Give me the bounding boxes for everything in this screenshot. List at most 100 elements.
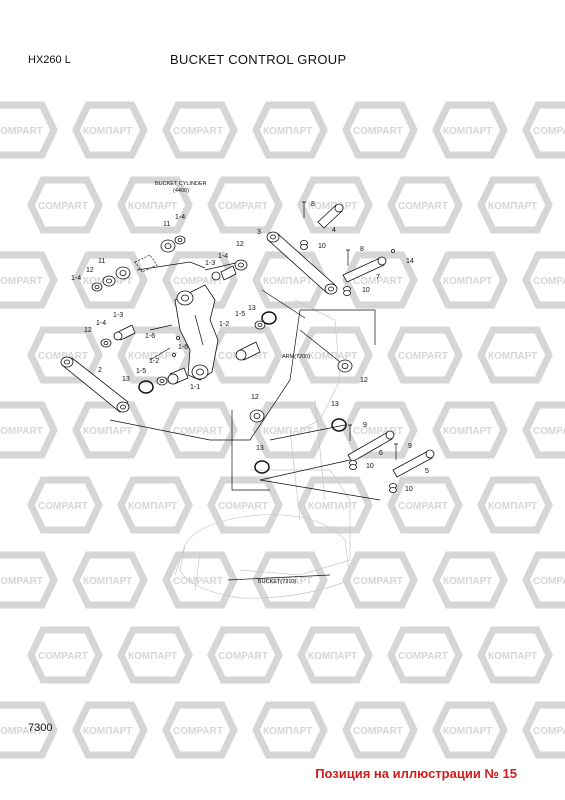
svg-text:COMPART: COMPART: [533, 276, 565, 287]
svg-text:КОМПАРТ: КОМПАРТ: [443, 576, 492, 587]
bucket-note: BUCKET(7310): [258, 579, 296, 585]
svg-text:COMPART: COMPART: [218, 201, 268, 212]
svg-text:COMPART: COMPART: [173, 726, 223, 737]
part-label: 1-3: [113, 312, 123, 319]
watermark-logo: КОМПАРТ: [297, 176, 373, 234]
part-label: 13: [122, 376, 130, 383]
watermark-logo: COMPART: [522, 101, 565, 159]
part-labels: 1-4 11 12 11 1-4 12 1-4 3 4 8 10 8 7 14 …: [71, 201, 429, 493]
part-label: 8: [311, 201, 315, 208]
watermark-logo: КОМПАРТ: [117, 626, 193, 684]
leader-lines: [109, 261, 381, 581]
svg-text:COMPART: COMPART: [218, 651, 268, 662]
watermark-logo: COMPART: [0, 551, 58, 609]
svg-text:КОМПАРТ: КОМПАРТ: [83, 726, 132, 737]
svg-text:КОМПАРТ: КОМПАРТ: [443, 276, 492, 287]
watermark-logo: COMPART: [0, 401, 58, 459]
svg-text:КОМПАРТ: КОМПАРТ: [308, 651, 357, 662]
watermark-logo: COMPART: [162, 701, 238, 759]
watermark-logo: COMPART: [207, 176, 283, 234]
watermark-logo: КОМПАРТ: [252, 251, 328, 309]
svg-text:COMPART: COMPART: [353, 126, 403, 137]
illustration-caption: Позиция на иллюстрации № 15: [315, 766, 517, 781]
bucket-cylinder-end: [134, 254, 158, 273]
watermark-logo: COMPART: [342, 701, 418, 759]
svg-text:COMPART: COMPART: [218, 501, 268, 512]
svg-text:КОМПАРТ: КОМПАРТ: [443, 426, 492, 437]
svg-text:COMPART: COMPART: [38, 651, 88, 662]
annotations: BUCKET CYLINDER (4400) ARM(7200) BUCKET(…: [155, 181, 310, 585]
part-label: 6: [379, 450, 383, 457]
svg-text:COMPART: COMPART: [353, 726, 403, 737]
part-label: 12: [251, 394, 259, 401]
link-3: [266, 231, 338, 295]
watermark-logo: COMPART: [207, 626, 283, 684]
svg-text:COMPART: COMPART: [0, 426, 43, 437]
svg-text:COMPART: COMPART: [0, 276, 43, 287]
svg-text:COMPART: COMPART: [398, 651, 448, 662]
watermark-logo: COMPART: [162, 251, 238, 309]
part-label: 7: [376, 274, 380, 281]
svg-text:COMPART: COMPART: [38, 351, 88, 362]
svg-text:КОМПАРТ: КОМПАРТ: [443, 726, 492, 737]
part-label: 9: [363, 422, 367, 429]
watermark-logo: КОМПАРТ: [72, 701, 148, 759]
svg-text:COMPART: COMPART: [533, 726, 565, 737]
watermark-logo: COMPART: [342, 551, 418, 609]
watermark-logo: КОМПАРТ: [72, 551, 148, 609]
svg-text:COMPART: COMPART: [398, 351, 448, 362]
part-label: 13: [331, 401, 339, 408]
svg-text:COMPART: COMPART: [533, 126, 565, 137]
watermark-logo: КОМПАРТ: [477, 626, 553, 684]
part-label: 1-6: [178, 344, 188, 351]
page-title: BUCKET CONTROL GROUP: [170, 52, 347, 67]
watermark-logo: КОМПАРТ: [477, 326, 553, 384]
svg-text:COMPART: COMPART: [0, 576, 43, 587]
part-label: 1-5: [235, 311, 245, 318]
watermark-logo: КОМПАРТ: [432, 251, 508, 309]
pins: [317, 203, 435, 478]
watermark-logo: COMPART: [522, 401, 565, 459]
svg-text:КОМПАРТ: КОМПАРТ: [128, 501, 177, 512]
part-label: 10: [366, 463, 374, 470]
guide-link-1-1: [174, 284, 219, 381]
watermark-logo: COMPART: [162, 101, 238, 159]
watermark-logo: COMPART: [522, 251, 565, 309]
svg-text:КОМПАРТ: КОМПАРТ: [443, 126, 492, 137]
watermark-logo: КОМПАРТ: [252, 401, 328, 459]
svg-text:КОМПАРТ: КОМПАРТ: [128, 201, 177, 212]
svg-text:COMPART: COMPART: [173, 126, 223, 137]
part-label: 1-4: [175, 214, 185, 221]
watermark-logo: КОМПАРТ: [297, 626, 373, 684]
svg-text:COMPART: COMPART: [533, 426, 565, 437]
svg-text:КОМПАРТ: КОМПАРТ: [128, 351, 177, 362]
watermark-logo: КОМПАРТ: [72, 101, 148, 159]
svg-text:КОМПАРТ: КОМПАРТ: [263, 426, 312, 437]
arm-bucket-outline: [174, 299, 351, 599]
watermark-logo: КОМПАРТ: [432, 701, 508, 759]
svg-text:COMPART: COMPART: [353, 426, 403, 437]
part-label: 1-2: [149, 358, 159, 365]
svg-text:КОМПАРТ: КОМПАРТ: [263, 726, 312, 737]
watermark-logo: КОМПАРТ: [117, 476, 193, 534]
part-label: 1-4: [71, 275, 81, 282]
svg-text:COMPART: COMPART: [38, 201, 88, 212]
part-label: 10: [405, 486, 413, 493]
bucket-cylinder-ref: (4400): [173, 188, 189, 194]
svg-text:COMPART: COMPART: [353, 276, 403, 287]
svg-text:КОМПАРТ: КОМПАРТ: [488, 201, 537, 212]
svg-text:COMPART: COMPART: [173, 426, 223, 437]
svg-text:COMPART: COMPART: [173, 276, 223, 287]
watermark-logo: COMPART: [0, 701, 58, 759]
watermark-logo: КОМПАРТ: [432, 551, 508, 609]
watermark-logo: COMPART: [342, 401, 418, 459]
svg-text:КОМПАРТ: КОМПАРТ: [308, 501, 357, 512]
part-label: 2: [98, 367, 102, 374]
part-label: 1-3: [205, 260, 215, 267]
svg-text:COMPART: COMPART: [0, 726, 43, 737]
watermark-logo: КОМПАРТ: [477, 476, 553, 534]
part-label: 12: [86, 267, 94, 274]
part-label: 5: [425, 468, 429, 475]
svg-text:COMPART: COMPART: [173, 576, 223, 587]
svg-text:КОМПАРТ: КОМПАРТ: [128, 651, 177, 662]
